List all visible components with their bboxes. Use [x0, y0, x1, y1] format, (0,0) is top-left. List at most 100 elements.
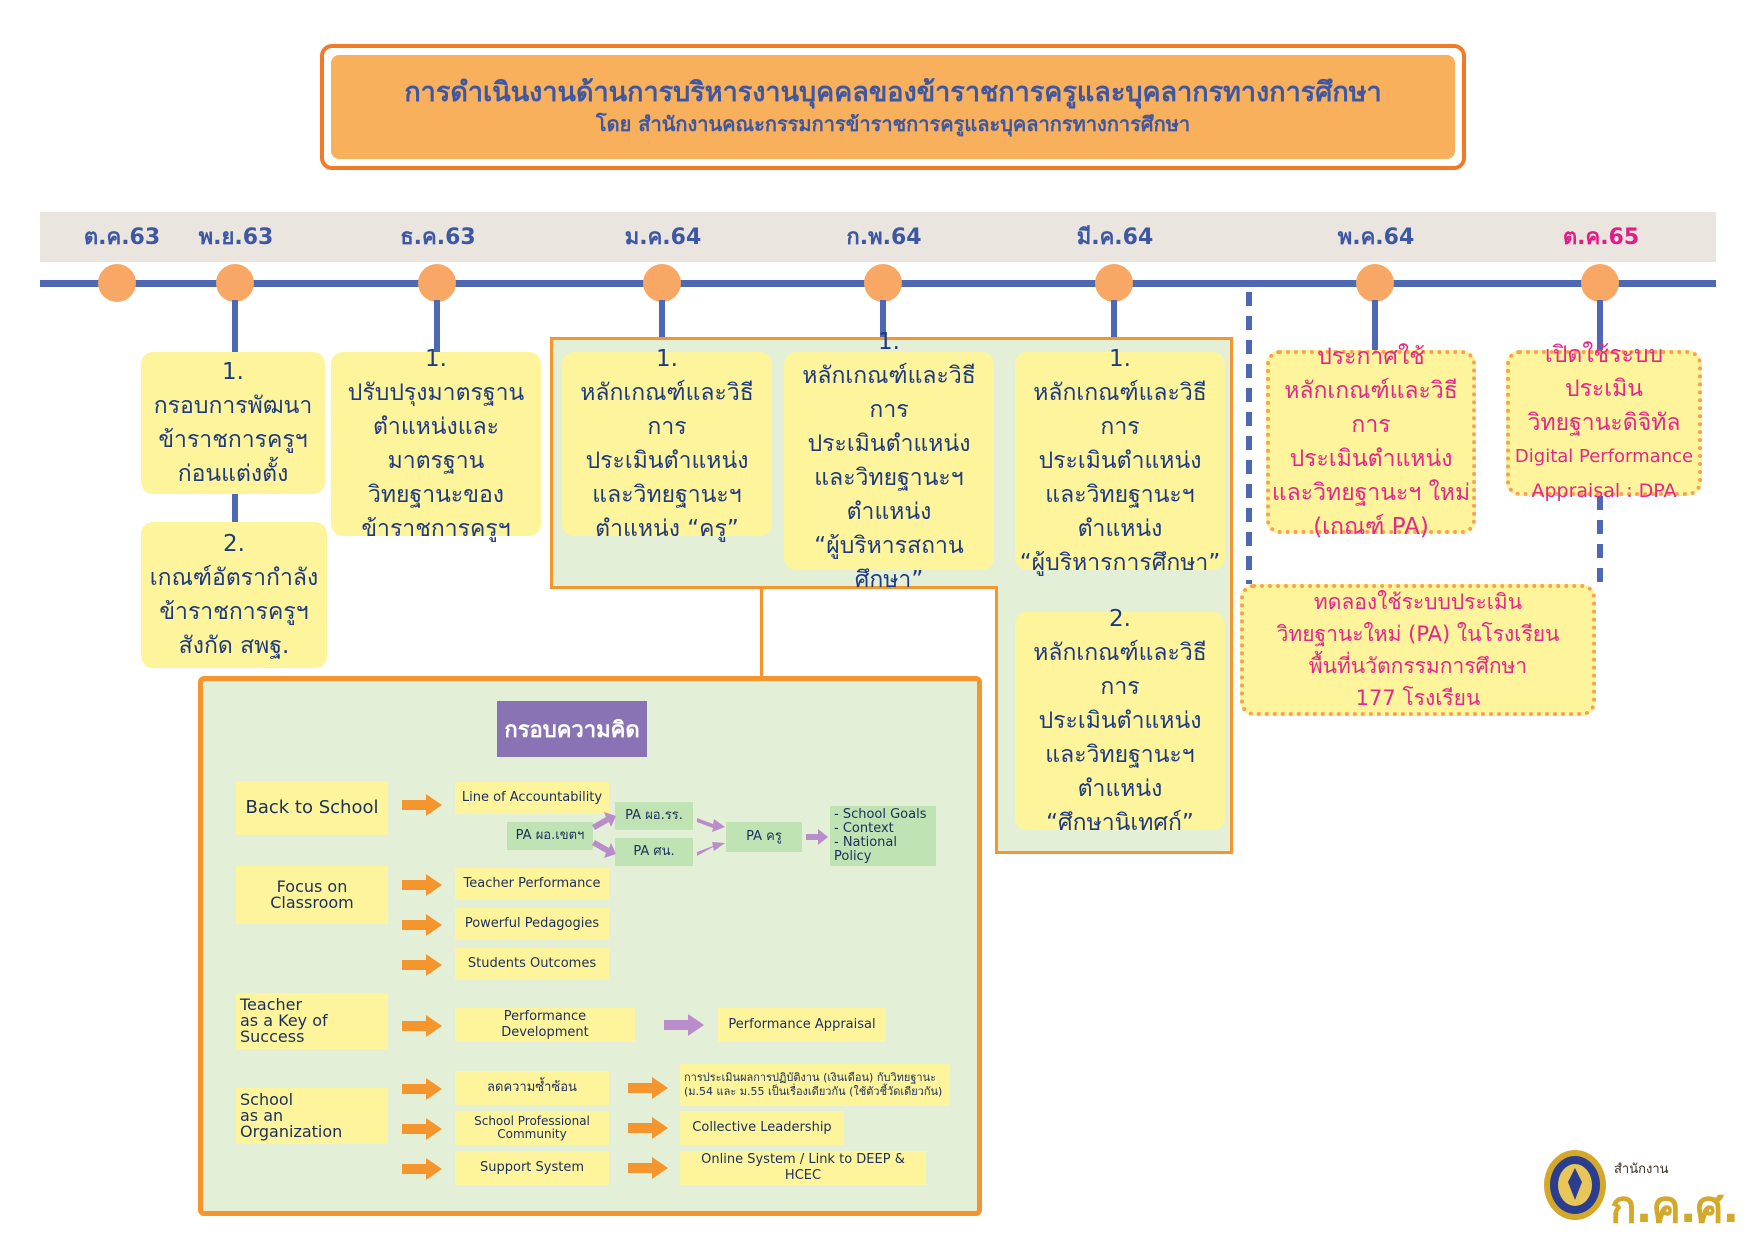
box-line: และวิทยฐานะฯ — [592, 482, 742, 508]
box-line: ประเมินตำแหน่ง — [585, 448, 749, 474]
box-number: 2. — [1109, 606, 1131, 632]
page-subtitle: โดย สำนักงานคณะกรรมการข้าราชการครูและบุค… — [595, 112, 1191, 136]
cell-reduce-redundancy: ลดความซ้ำซ้อน — [455, 1071, 609, 1105]
box-line: ทดลองใช้ระบบประเมิน — [1313, 590, 1523, 614]
timeline-dot — [643, 264, 681, 302]
cell-line: School Professional — [474, 1114, 590, 1128]
month-label: ธ.ค.63 — [400, 225, 476, 250]
timeline-dot — [1356, 264, 1394, 302]
cell-line-of-accountability: Line of Accountability — [455, 782, 609, 814]
box-line: ข้าราชการครูฯ — [159, 599, 309, 625]
box-line: หลักเกณฑ์และวิธีการ — [1033, 640, 1207, 700]
box-feb-1: 1. หลักเกณฑ์และวิธีการ ประเมินตำแหน่ง แล… — [784, 329, 994, 593]
box-line: ประเมินตำแหน่ง — [1289, 446, 1453, 472]
header-panel: การดำเนินงานด้านการบริหารงานบุคคลของข้าร… — [320, 44, 1466, 170]
month-label: พ.ค.64 — [1337, 225, 1415, 250]
box-line: วิทยฐานะใหม่ (PA) ในโรงเรียน — [1276, 622, 1560, 646]
cell-line: - Context — [834, 821, 894, 836]
connector-dashed — [1597, 496, 1603, 586]
cell-teacher-performance: Teacher Performance — [455, 868, 609, 900]
box-number: 1. — [656, 346, 678, 372]
cell-pa-supervisor: PA ศน. — [615, 838, 693, 866]
box-line: ตำแหน่ง — [846, 499, 932, 525]
purple-arrow-icon — [697, 818, 725, 832]
header-fill: การดำเนินงานด้านการบริหารงานบุคคลของข้าร… — [331, 55, 1455, 159]
row-school-organization: School as an Organization — [236, 1088, 388, 1144]
orange-arrow-icon — [402, 914, 442, 936]
cell-pa-area-director: PA ผอ.เขตฯ — [507, 822, 593, 850]
orange-arrow-icon — [628, 1157, 668, 1179]
box-line: “ผู้บริหารสถานศึกษา” — [814, 533, 964, 593]
connector-line — [1372, 300, 1378, 350]
concept-title: กรอบความคิด — [497, 701, 647, 757]
box-line: ประเมินตำแหน่ง — [1038, 708, 1202, 734]
cell-line: - National Policy — [834, 835, 897, 864]
timeline-dot — [1581, 264, 1619, 302]
cell-performance-development: Performance Development — [455, 1008, 635, 1042]
orange-arrow-icon — [402, 954, 442, 976]
box-number: 1. — [425, 346, 447, 372]
box-number: 2. — [223, 531, 245, 557]
month-label: ต.ค.63 — [83, 225, 161, 250]
row-line: School — [240, 1090, 294, 1109]
box-line: วิทยฐานะดิจิทัล — [1527, 410, 1681, 436]
month-label: ม.ค.64 — [624, 225, 702, 250]
cell-goals: - School Goals - Context - National Poli… — [830, 806, 936, 866]
connector-line — [1597, 300, 1603, 350]
frame-connector — [760, 589, 763, 677]
month-label: ก.พ.64 — [846, 225, 922, 250]
box-line: เปิดใช้ระบบประเมิน — [1544, 342, 1664, 402]
cell-line: - School Goals — [834, 807, 927, 822]
timeline-dot — [1095, 264, 1133, 302]
cell-collective-leadership: Collective Leadership — [680, 1111, 844, 1145]
timeline-dot — [418, 264, 456, 302]
box-line: สังกัด สพฐ. — [178, 633, 290, 659]
cell-pa-teacher: PA ครู — [726, 822, 802, 852]
row-line: as a Key of Success — [240, 1011, 328, 1046]
orange-arrow-icon — [628, 1117, 668, 1139]
cell-line: Community — [497, 1127, 567, 1141]
row-teacher-key: Teacher as a Key of Success — [236, 993, 388, 1049]
purple-arrow-icon — [697, 842, 725, 856]
box-dec-1: 1. ปรับปรุงมาตรฐาน ตำแหน่งและมาตรฐาน วิท… — [331, 346, 541, 542]
box-line: พื้นที่นวัตกรรมการศึกษา — [1308, 654, 1528, 678]
cell-evaluation-note: การประเมินผลการปฏิบัติงาน (เงินเดือน) กั… — [680, 1064, 950, 1106]
row-line: as an Organization — [240, 1106, 343, 1141]
connector-line — [434, 300, 440, 356]
cell-students-outcomes: Students Outcomes — [455, 948, 609, 980]
cell-pa-school-director: PA ผอ.รร. — [615, 802, 693, 830]
cell-support-system: Support System — [455, 1151, 609, 1185]
cell-professional-community: School Professional Community — [455, 1111, 609, 1145]
row-back-to-school: Back to School — [236, 781, 388, 835]
cell-powerful-pedagogies: Powerful Pedagogies — [455, 908, 609, 940]
box-line: ปรับปรุงมาตรฐาน — [347, 380, 525, 406]
box-line: หลักเกณฑ์และวิธีการ — [1284, 378, 1458, 438]
group-frame-join — [998, 584, 1230, 592]
connector-line — [232, 300, 238, 356]
orange-arrow-icon — [402, 1015, 442, 1037]
box-line: และวิทยฐานะฯ — [1045, 742, 1195, 768]
connector-line — [659, 300, 665, 356]
box-nov-2: 2. เกณฑ์อัตรากำลัง ข้าราชการครูฯ สังกัด … — [141, 522, 327, 668]
timeline-dot — [216, 264, 254, 302]
box-line: ข้าราชการครูฯ — [361, 516, 511, 542]
box-line: 177 โรงเรียน — [1355, 686, 1481, 710]
timeline-band — [40, 212, 1716, 262]
box-number: 1. — [1109, 346, 1131, 372]
timeline-dot — [864, 264, 902, 302]
box-line: วิทยฐานะของ — [367, 482, 504, 508]
connector-line — [880, 300, 886, 356]
box-line: หลักเกณฑ์และวิธีการ — [580, 380, 754, 440]
box-line: “ผู้บริหารการศึกษา” — [1019, 550, 1221, 576]
box-line: กรอบการพัฒนา — [153, 393, 313, 419]
orange-arrow-icon — [402, 1118, 442, 1140]
box-may-pa: ประกาศใช้ หลักเกณฑ์และวิธีการ ประเมินตำแ… — [1266, 344, 1476, 540]
box-line: ประเมินตำแหน่ง — [807, 431, 971, 457]
period-divider — [1246, 292, 1252, 584]
box-mar-2: 2. หลักเกณฑ์และวิธีการ ประเมินตำแหน่ง แล… — [1015, 606, 1225, 836]
box-mar-1: 1. หลักเกณฑ์และวิธีการ ประเมินตำแหน่ง แล… — [1015, 346, 1225, 576]
orange-arrow-icon — [628, 1077, 668, 1099]
box-trial: ทดลองใช้ระบบประเมิน วิทยฐานะใหม่ (PA) ใน… — [1240, 584, 1596, 716]
box-number: 1. — [878, 329, 900, 355]
cell-performance-appraisal: Performance Appraisal — [718, 1008, 886, 1042]
